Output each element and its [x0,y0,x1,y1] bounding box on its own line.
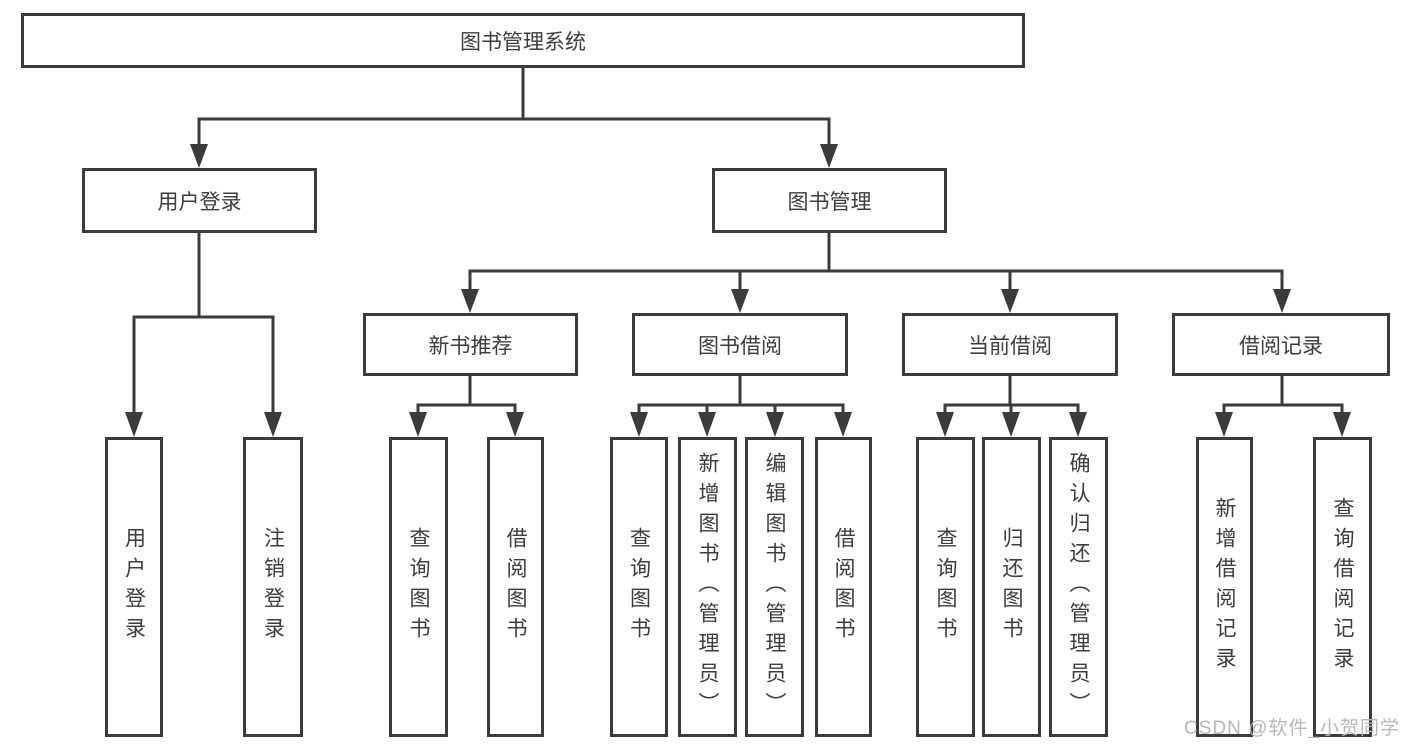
leaf-label: 借阅图书 [504,527,527,647]
leaf-label: 查询图书 [627,527,651,647]
node-user-login: 用户登录 [82,168,317,233]
node-library-management-system: 图书管理系统 [21,13,1025,68]
leaf-confirm-return-admin: 确认归还（管理员） [1049,437,1108,737]
leaf-label: 用户登录 [122,527,146,647]
leaf-label: 查询图书 [407,527,430,647]
leaf-label: 查询图书 [934,527,957,647]
node-label: 新书推荐 [428,334,513,358]
node-book-borrowing: 图书借阅 [632,313,848,376]
leaf-label: 注销登录 [261,527,285,647]
leaf-query-books: 查询图书 [389,437,448,737]
leaf-label: 编辑图书（管理员） [763,452,786,722]
node-label: 用户登录 [157,190,242,214]
leaf-label: 新增图书（管理员） [696,452,719,722]
leaf-add-books-admin: 新增图书（管理员） [678,437,737,737]
node-book-management: 图书管理 [712,168,947,233]
node-label: 借阅记录 [1239,334,1323,358]
watermark: CSDN @软件_小贺同学 [1184,718,1400,739]
leaf-add-borrow-record: 新增借阅记录 [1196,437,1253,737]
node-label: 当前借阅 [968,334,1052,358]
node-new-book-recommendation: 新书推荐 [363,313,578,376]
leaf-user-login: 用户登录 [105,437,163,737]
node-label: 图书管理系统 [460,30,586,54]
leaf-label: 归还图书 [1000,527,1023,647]
leaf-query-books: 查询图书 [916,437,975,737]
leaf-query-books: 查询图书 [610,437,668,737]
leaf-return-books: 归还图书 [982,437,1041,737]
node-label: 图书借阅 [698,334,782,358]
leaf-borrow-books: 借阅图书 [487,437,544,737]
leaf-borrow-books: 借阅图书 [815,437,872,737]
leaf-logout: 注销登录 [243,437,303,737]
leaf-edit-books-admin: 编辑图书（管理员） [745,437,804,737]
node-label: 图书管理 [787,190,872,214]
node-borrowing-records: 借阅记录 [1172,313,1390,376]
leaf-label: 确认归还（管理员） [1067,452,1090,722]
leaf-label: 查询借阅记录 [1331,497,1354,677]
leaf-query-borrow-record: 查询借阅记录 [1313,437,1372,737]
leaf-label: 借阅图书 [832,527,855,647]
node-current-borrowing: 当前借阅 [902,313,1118,376]
leaf-label: 新增借阅记录 [1213,497,1236,677]
